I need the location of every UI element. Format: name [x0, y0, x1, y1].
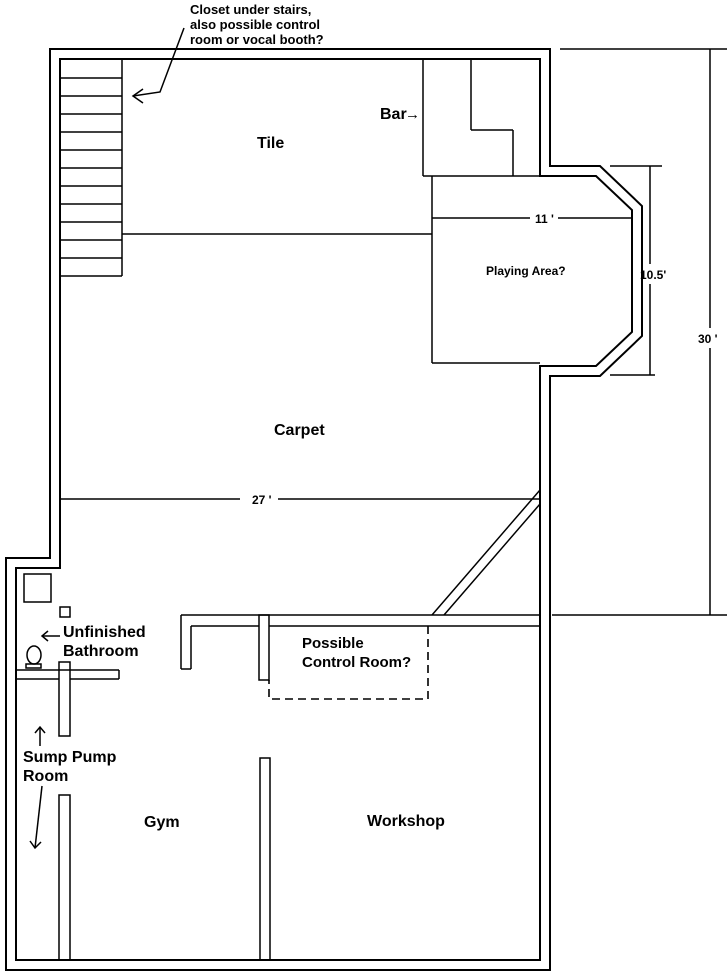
carpet-width-label: 27 '	[252, 493, 272, 507]
closet-note-line-3: room or vocal booth?	[190, 32, 324, 47]
sink-square	[59, 606, 71, 618]
wall-stub-control	[258, 614, 270, 681]
sump-up-arrow-icon	[34, 725, 46, 746]
gym-label: Gym	[144, 814, 180, 831]
playing-area-label: Playing Area?	[486, 264, 566, 278]
control-room-dashed-outline	[268, 626, 429, 700]
workshop-label: Workshop	[367, 813, 445, 830]
carpet-label: Carpet	[274, 422, 325, 439]
bar-label: Bar	[380, 106, 407, 123]
bar-arrow-icon: →	[405, 106, 420, 123]
wall-gym-workshop	[259, 757, 271, 961]
sump-pump-label-line-2: Room	[23, 768, 68, 785]
exterior-wall	[5, 48, 643, 971]
bathroom-label-line-1: Unfinished	[63, 624, 146, 641]
bathroom-walls	[16, 661, 120, 737]
closet-note-line-1: Closet under stairs,	[190, 2, 311, 17]
total-depth-label: 30 '	[698, 332, 718, 346]
tile-label: Tile	[257, 135, 284, 152]
playing-depth-dimension	[610, 165, 662, 376]
closet-pointer-arrow-icon	[131, 27, 185, 104]
bar-counter	[422, 59, 540, 177]
playing-area-outline	[431, 176, 632, 364]
interior-wall-horizontal	[180, 614, 540, 670]
total-depth-dimension	[552, 48, 727, 616]
shower-square	[23, 573, 52, 603]
playing-width-label: 11 '	[535, 212, 554, 226]
control-room-label-line-1: Possible	[302, 635, 364, 652]
bathroom-label-line-2: Bathroom	[63, 643, 139, 660]
stairs	[60, 59, 123, 277]
toilet-icon	[25, 645, 42, 669]
sump-down-arrow-icon	[29, 785, 43, 850]
wall-sump-gym	[58, 794, 71, 961]
bathroom-pointer-arrow-icon	[40, 630, 60, 642]
control-room-label-line-2: Control Room?	[302, 654, 411, 671]
sump-pump-label-line-1: Sump Pump	[23, 749, 117, 766]
closet-note-line-2: also possible control	[190, 17, 320, 32]
playing-depth-label: 10.5'	[640, 268, 666, 282]
diagonal-wall	[431, 489, 541, 616]
